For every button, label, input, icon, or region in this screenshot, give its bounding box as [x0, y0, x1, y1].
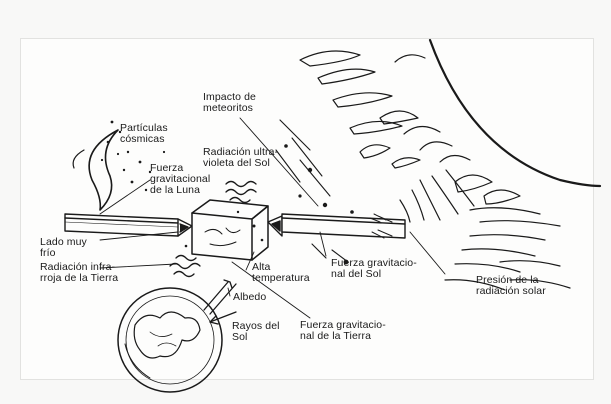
- label-sun-rays: Rayos del Sol: [232, 321, 280, 343]
- moon-crescent: [89, 130, 118, 210]
- satellite-body: [192, 200, 268, 260]
- label-albedo: Albedo: [233, 292, 266, 303]
- label-earth-gravity: Fuerza gravitacio- nal de la Tierra: [300, 320, 386, 342]
- sun-edge: [430, 40, 600, 186]
- label-uv-radiation: Radiación ultra- violeta del Sol: [203, 147, 278, 169]
- label-moon-gravity: Fuerza gravitacional de la Luna: [150, 163, 210, 196]
- label-high-temperature: Alta temperatura: [252, 262, 310, 284]
- earth-globe: [118, 288, 222, 392]
- label-infrared-radiation: Radiación infra- rroja de la Tierra: [40, 262, 118, 284]
- label-cosmic-particles: Partículas cósmicas: [120, 123, 168, 145]
- label-meteorite-impact: Impacto de meteoritos: [203, 92, 256, 114]
- right-solar-panel: [268, 214, 405, 238]
- meteorite-trails: [276, 120, 348, 262]
- sun-flames: [300, 51, 520, 204]
- albedo-arrows: [204, 280, 236, 324]
- label-sun-gravity: Fuerza gravitacio- nal del Sol: [331, 258, 417, 280]
- label-solar-pressure: Presión de la radiación solar: [476, 275, 546, 297]
- label-cold-side: Lado muy frío: [40, 237, 87, 259]
- sun-flames-lower: [400, 170, 570, 290]
